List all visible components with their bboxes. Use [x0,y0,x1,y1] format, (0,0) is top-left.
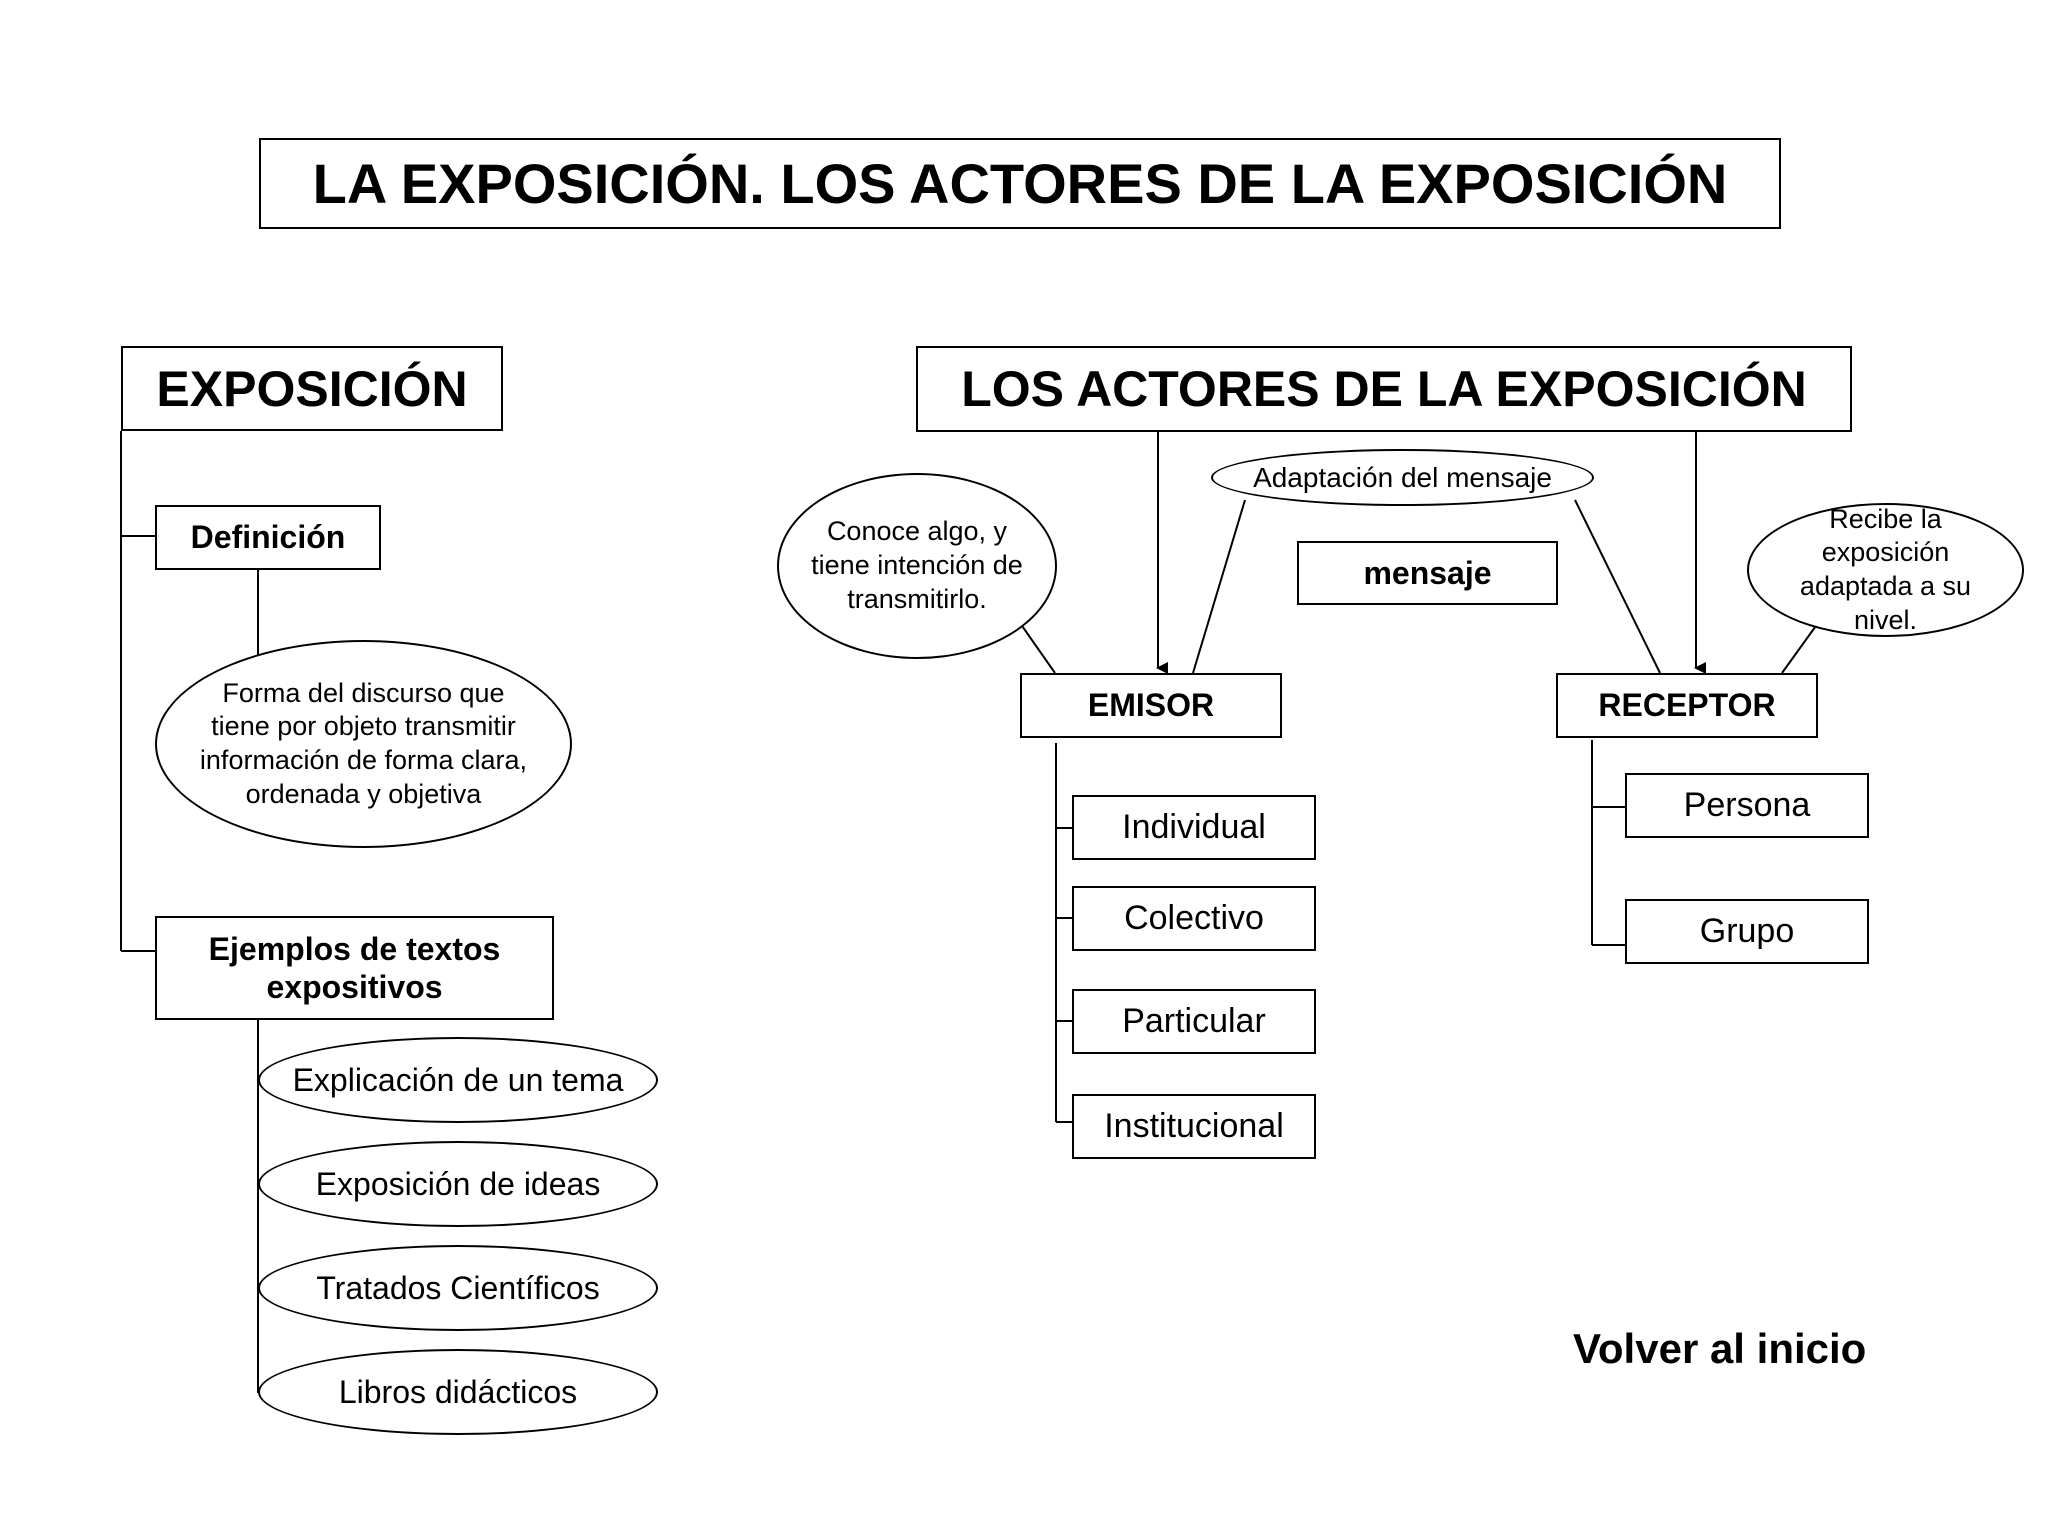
emisor-type-box: Individual [1072,795,1316,860]
emisor-note: Conoce algo, y tiene intención de transm… [777,473,1057,659]
definition-text: Forma del discurso que tiene por objeto … [155,640,572,848]
back-to-start-link[interactable]: Volver al inicio [1573,1325,1867,1372]
receptor-type-box: Grupo [1625,899,1869,964]
receptor-note: Recibe la exposición adaptada a su nivel… [1747,503,2024,637]
adaptation-oval: Adaptación del mensaje [1211,449,1594,506]
message-box: mensaje [1297,541,1558,605]
examples-label: Ejemplos de textos expositivos [155,916,554,1020]
example-item: Libros didácticos [258,1349,658,1435]
actores-heading: LOS ACTORES DE LA EXPOSICIÓN [916,346,1852,432]
emisor-type-box: Colectivo [1072,886,1316,951]
example-item: Tratados Científicos [258,1245,658,1331]
emisor-type-box: Institucional [1072,1094,1316,1159]
example-item: Exposición de ideas [258,1141,658,1227]
example-item: Explicación de un tema [258,1037,658,1123]
emisor-box: EMISOR [1020,673,1282,738]
receptor-type-box: Persona [1625,773,1869,838]
definition-label: Definición [155,505,381,570]
emisor-type-box: Particular [1072,989,1316,1054]
page-title: LA EXPOSICIÓN. LOS ACTORES DE LA EXPOSIC… [259,138,1781,229]
receptor-box: RECEPTOR [1556,673,1818,738]
exposicion-heading: EXPOSICIÓN [121,346,503,431]
